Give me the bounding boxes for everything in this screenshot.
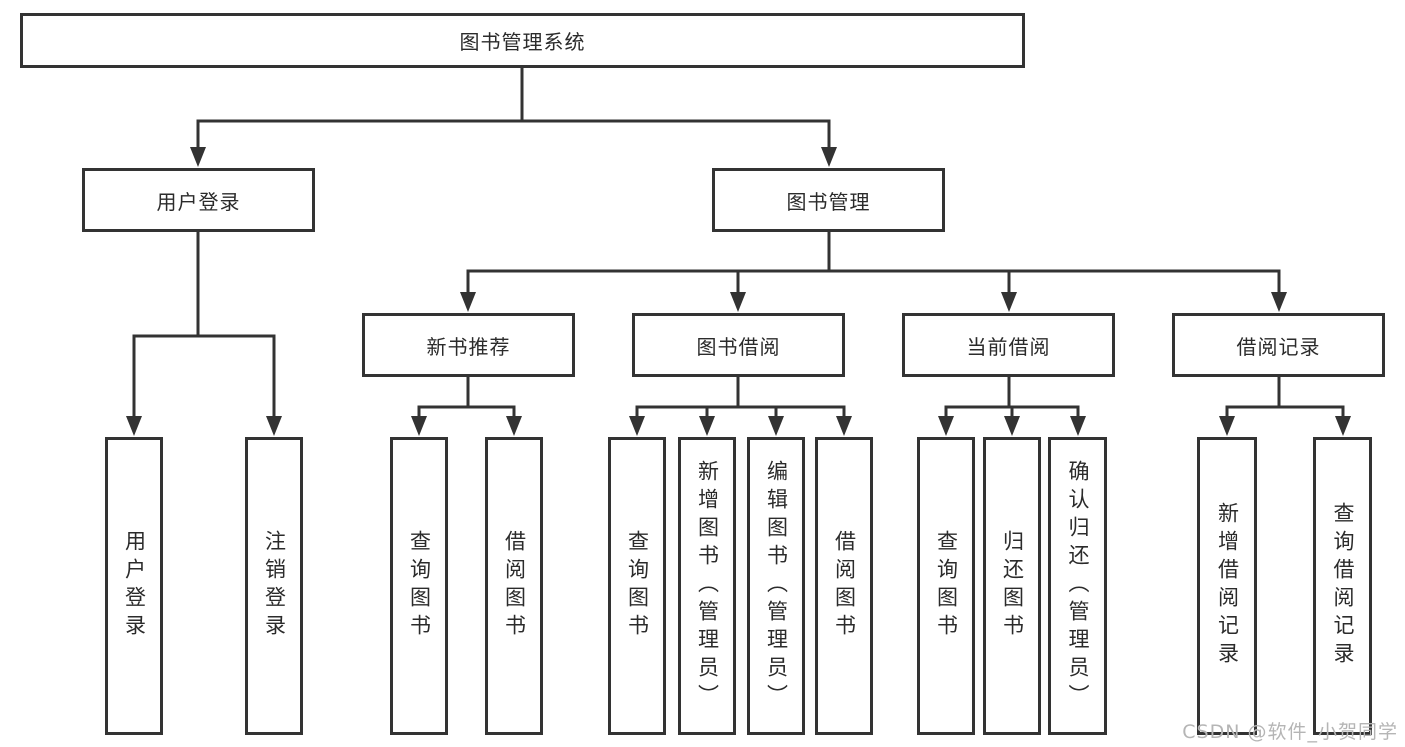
node-book-borrowing: 图书借阅 bbox=[632, 313, 845, 377]
node-label: 查询图书 bbox=[625, 530, 650, 642]
node-label: 图书借阅 bbox=[696, 334, 781, 359]
node-label: 图书管理系统 bbox=[459, 30, 586, 54]
node-label: 新增图书（管理员） bbox=[695, 460, 720, 712]
leaf-logout: 注销登录 bbox=[245, 437, 303, 735]
node-label: 用户登录 bbox=[156, 189, 241, 214]
leaf-add-borrow-record: 新增借阅记录 bbox=[1197, 437, 1257, 735]
leaf-query-books-recommend: 查询图书 bbox=[390, 437, 448, 735]
node-label: 图书管理 bbox=[786, 189, 871, 214]
node-user-login: 用户登录 bbox=[82, 168, 315, 232]
leaf-add-books-admin: 新增图书（管理员） bbox=[678, 437, 736, 735]
node-borrowing-records: 借阅记录 bbox=[1172, 313, 1385, 377]
leaf-borrow-books: 借阅图书 bbox=[815, 437, 873, 735]
node-label: 查询图书 bbox=[407, 530, 432, 642]
node-book-management: 图书管理 bbox=[712, 168, 945, 232]
node-label: 用户登录 bbox=[122, 530, 147, 642]
node-new-book-recommendation: 新书推荐 bbox=[362, 313, 575, 377]
leaf-confirm-return-admin: 确认归还（管理员） bbox=[1048, 437, 1107, 735]
leaf-borrow-books-recommend: 借阅图书 bbox=[485, 437, 543, 735]
node-label: 归还图书 bbox=[1000, 530, 1025, 642]
node-label: 借阅图书 bbox=[832, 530, 857, 642]
node-label: 借阅图书 bbox=[502, 530, 527, 642]
node-label: 编辑图书（管理员） bbox=[764, 460, 789, 712]
node-label: 当前借阅 bbox=[966, 334, 1051, 359]
node-label: 新增借阅记录 bbox=[1215, 502, 1240, 670]
node-label: 查询图书 bbox=[934, 530, 959, 642]
node-label: 注销登录 bbox=[262, 530, 287, 642]
node-current-borrowing: 当前借阅 bbox=[902, 313, 1115, 377]
node-label: 确认归还（管理员） bbox=[1066, 460, 1090, 712]
leaf-user-login: 用户登录 bbox=[105, 437, 163, 735]
node-library-management-system: 图书管理系统 bbox=[20, 13, 1025, 68]
tree-edges bbox=[132, 68, 1345, 418]
leaf-query-borrow-record: 查询借阅记录 bbox=[1313, 437, 1372, 735]
leaf-edit-books-admin: 编辑图书（管理员） bbox=[747, 437, 805, 735]
arrowheads bbox=[126, 147, 1351, 436]
leaf-query-books-borrowing: 查询图书 bbox=[608, 437, 666, 735]
node-label: 新书推荐 bbox=[426, 334, 511, 359]
leaf-return-books: 归还图书 bbox=[983, 437, 1041, 735]
leaf-query-books-current: 查询图书 bbox=[917, 437, 975, 735]
node-label: 借阅记录 bbox=[1236, 334, 1321, 359]
node-label: 查询借阅记录 bbox=[1331, 502, 1355, 670]
